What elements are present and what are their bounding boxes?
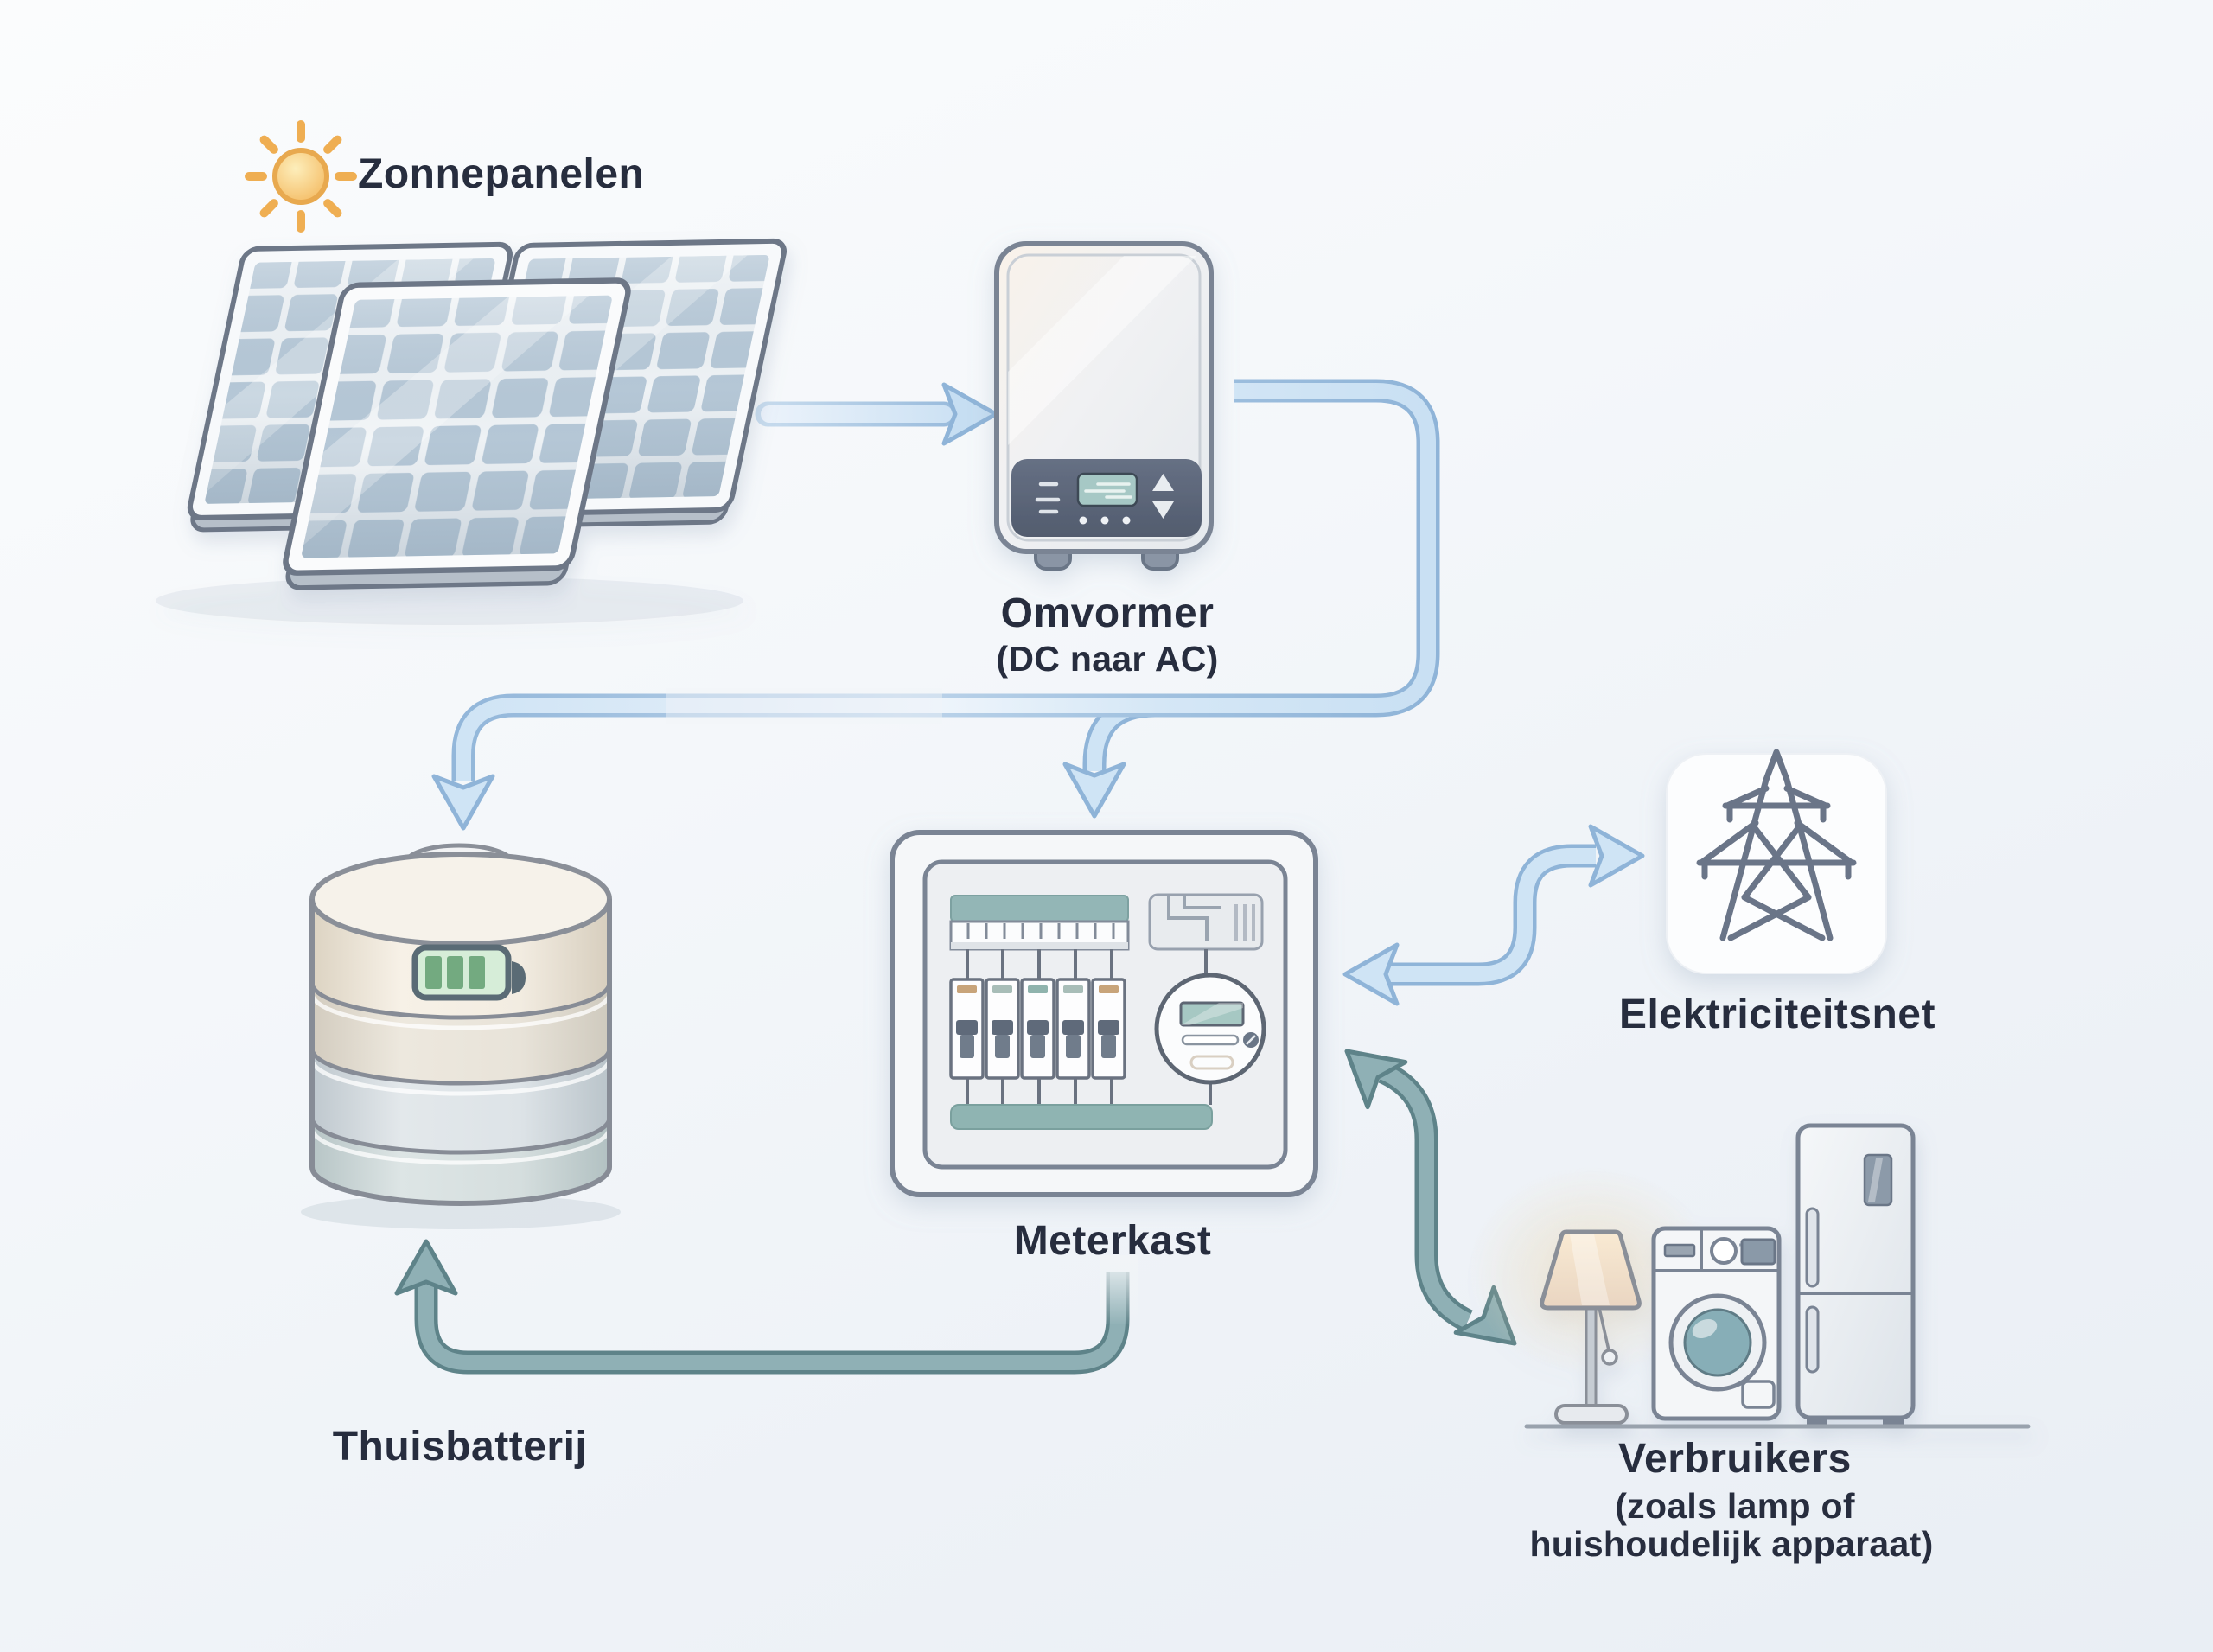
arrow-inverter-to-battery-and-meterkast [431, 379, 1440, 831]
flow-arrows [394, 379, 1645, 1375]
electricity-meter [1154, 973, 1266, 1085]
solar-panel [283, 277, 631, 590]
label-meterkast: Meterkast [1013, 1218, 1212, 1264]
washing-machine-icon [1651, 1226, 1782, 1421]
arrow-panels-to-inverter [755, 382, 998, 446]
home-battery-illustration [301, 843, 621, 1229]
arrow-fade-overlay [666, 688, 942, 724]
battery-level-icon [411, 944, 526, 1001]
solar-panels-illustration [156, 238, 787, 625]
circuit-breakers [949, 978, 1126, 1080]
label-verbruikers-sub1: (zoals lamp of [1615, 1486, 1855, 1526]
meterkast-illustration [890, 830, 1318, 1197]
arrow-fade-overlay [1100, 1255, 1138, 1324]
label-verbruikers-sub2: huishoudelijk apparaat) [1529, 1524, 1934, 1564]
label-omvormer: Omvormer [1000, 590, 1215, 636]
inverter-illustration [994, 241, 1214, 571]
arrow-meterkast-grid-bidirectional [1342, 824, 1645, 1006]
bus-bar-top [950, 895, 1129, 922]
label-thuisbatterij: Thuisbatterij [332, 1424, 588, 1470]
electricity-grid-tile [1666, 749, 1887, 974]
arrow-meterkast-to-battery [394, 1239, 1138, 1375]
label-verbruikers: Verbruikers [1618, 1436, 1852, 1482]
fridge-icon [1795, 1123, 1916, 1427]
label-omvormer-sub: (DC naar AC) [996, 639, 1219, 679]
bus-bar-bottom [950, 1104, 1213, 1130]
sun-icon [245, 120, 357, 233]
lamp-icon [1540, 1229, 1642, 1425]
down-arrow-button [1152, 501, 1174, 519]
appliances-illustration [1470, 1123, 2031, 1429]
transmission-tower-icon [1696, 749, 1857, 941]
label-elektriciteitsnet: Elektriciteitsnet [1619, 992, 1936, 1037]
meter-module [1148, 893, 1264, 951]
up-arrow-button [1152, 474, 1174, 491]
label-zonnepanelen: Zonnepanelen [358, 151, 645, 197]
